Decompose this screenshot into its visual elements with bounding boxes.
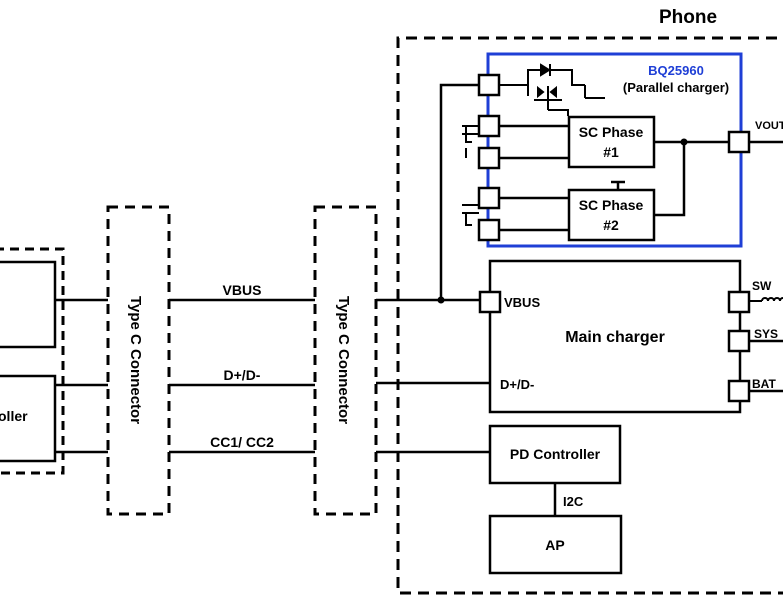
type-c-connector-right	[313, 205, 378, 516]
main-charger-title: Main charger	[565, 329, 665, 346]
left-controller-block	[0, 374, 57, 463]
cc-signal-label: CC1/ CC2	[210, 434, 274, 450]
sc-phase-2-number: #2	[603, 217, 619, 233]
left-upper-block	[0, 260, 57, 349]
sc-phase-2-label: SC Phase	[579, 197, 644, 213]
vout-label: VOUT	[755, 120, 783, 132]
ap-block	[488, 514, 623, 575]
left-device-boundary	[0, 247, 65, 475]
pd-controller-block	[488, 424, 622, 485]
vbus-junction-dot	[437, 296, 445, 304]
vout-junction-dot	[680, 138, 688, 146]
sc-phase-2-block	[567, 188, 656, 242]
sw-label: SW	[752, 279, 772, 293]
connector-left-label: Type C Connector	[127, 296, 144, 424]
i2c-label: I2C	[563, 494, 584, 509]
inductor-symbol	[749, 297, 783, 302]
main-charger-right-pins	[727, 290, 751, 403]
main-charger-block	[488, 259, 742, 414]
ap-label: AP	[545, 537, 564, 553]
cable-wires	[169, 298, 315, 454]
left-device-wires	[55, 298, 108, 454]
left-controller-label: oller	[0, 408, 28, 424]
pd-controller-label: PD Controller	[510, 446, 601, 462]
connector-right-label: Type C Connector	[335, 296, 352, 424]
sc-phase-1-number: #1	[603, 144, 619, 160]
flying-capacitors	[462, 125, 479, 226]
main-charger-vbus-pin	[478, 290, 502, 314]
vout-pin	[727, 130, 751, 154]
phone-title: Phone	[659, 7, 717, 28]
bat-label: BAT	[752, 377, 776, 391]
phone-boundary	[396, 36, 783, 595]
parallel-charger-part: BQ25960	[648, 63, 704, 78]
parallel-charger-wiring	[499, 124, 783, 232]
phone-input-wires	[376, 83, 490, 454]
main-charger-data-label: D+/D-	[500, 377, 534, 392]
vbus-signal-label: VBUS	[223, 282, 262, 298]
type-c-connector-left	[106, 205, 171, 516]
main-charger-vbus-label: VBUS	[504, 295, 540, 310]
data-signal-label: D+/D-	[224, 367, 261, 383]
sys-label: SYS	[754, 327, 778, 341]
sc-phase-1-label: SC Phase	[579, 124, 644, 140]
blocking-fet-symbol	[499, 63, 605, 116]
main-charger-output-wires	[749, 339, 783, 393]
parallel-charger-subtitle: (Parallel charger)	[623, 80, 729, 95]
